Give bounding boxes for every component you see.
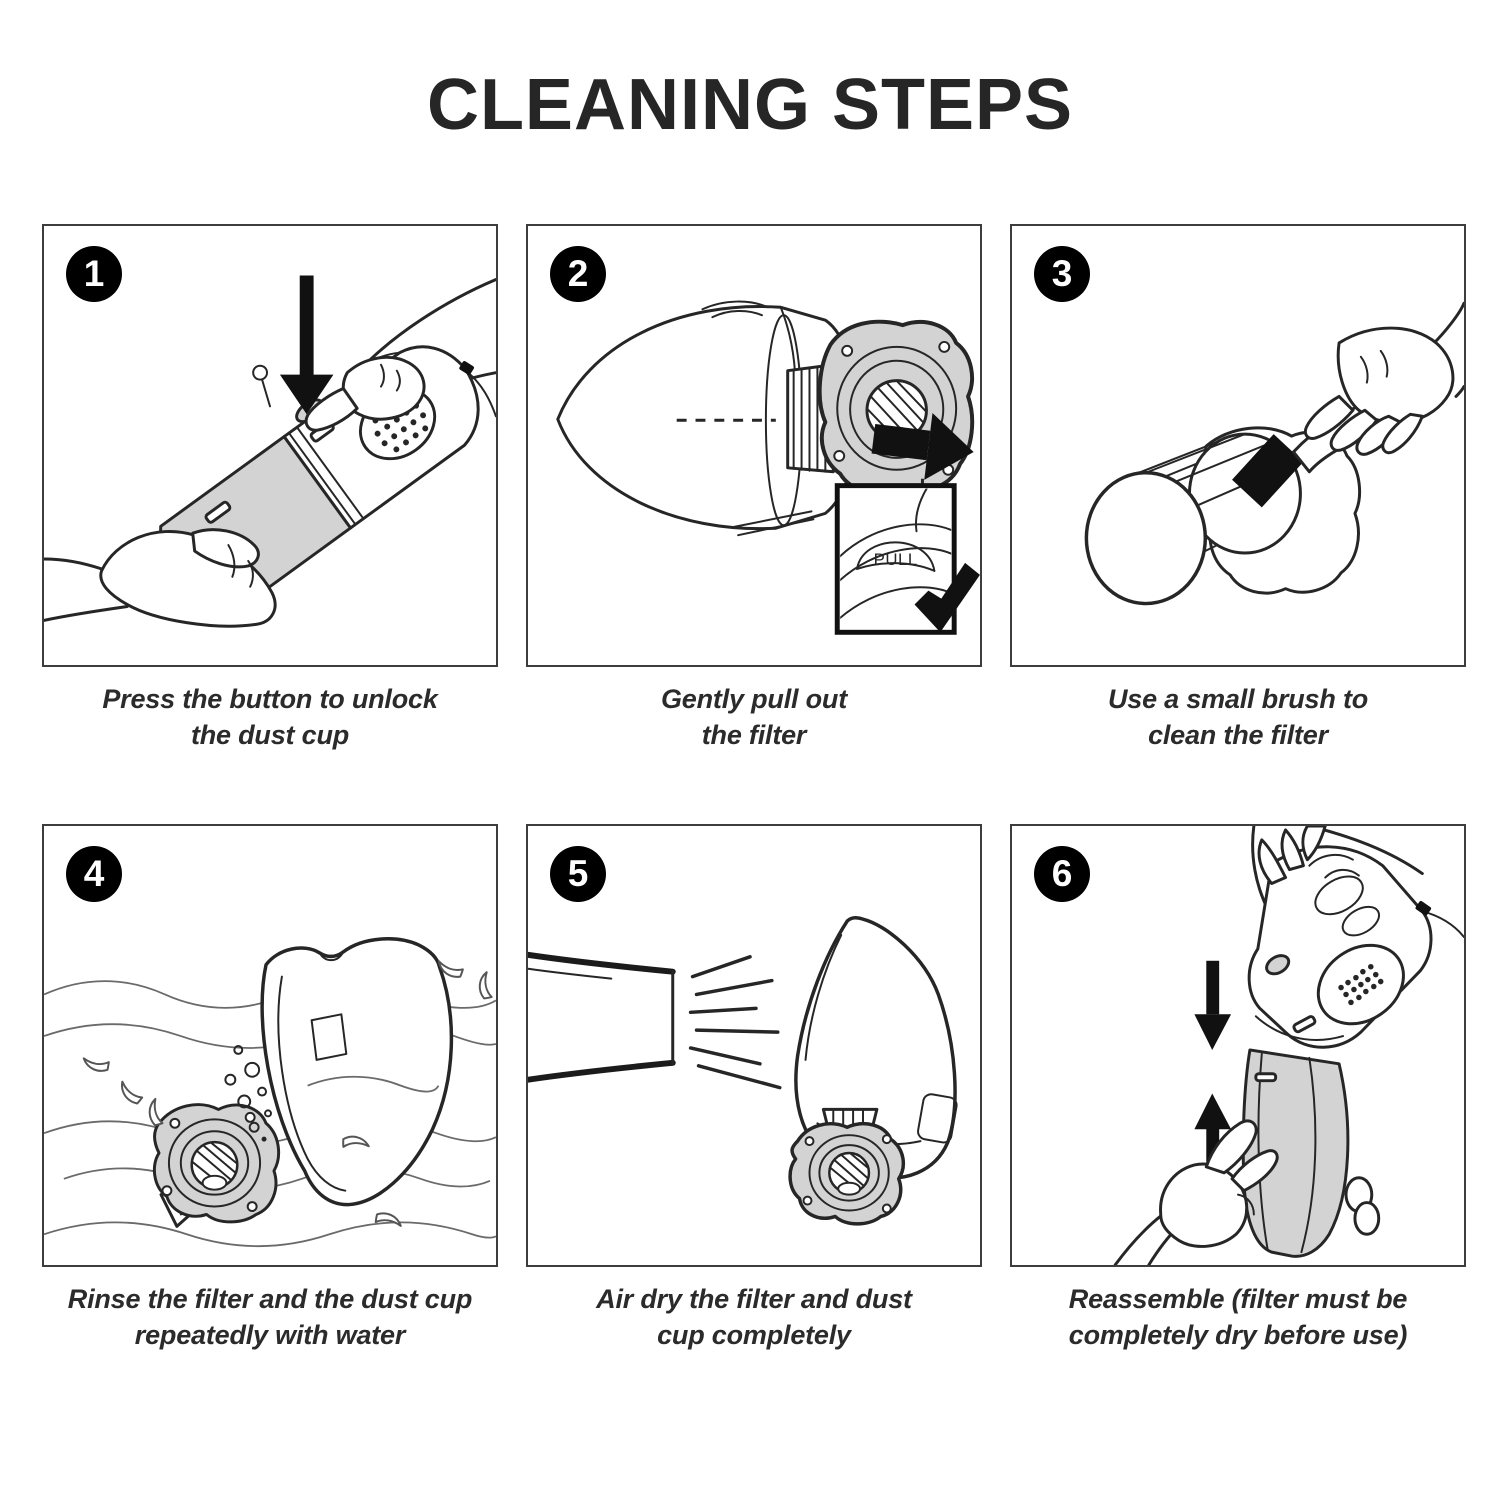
rinse-illustration bbox=[44, 936, 496, 1247]
brush-bristles bbox=[1232, 434, 1304, 508]
pleated-filter bbox=[1084, 432, 1302, 606]
step-1-caption: Press the button to unlock the dust cup bbox=[102, 684, 438, 751]
step-1-panel: 1 bbox=[42, 224, 498, 667]
step-5-panel: 5 bbox=[526, 823, 982, 1267]
steps-grid: 1 bbox=[42, 224, 1466, 1354]
step-4-caption: Rinse the filter and the dust cup repeat… bbox=[67, 1283, 473, 1351]
page-title: CLEANING STEPS bbox=[426, 65, 1074, 145]
filter bbox=[817, 319, 975, 496]
brush-filter-illustration bbox=[1084, 301, 1464, 606]
pull-label: PULL bbox=[874, 550, 918, 569]
brush-hand bbox=[1303, 326, 1455, 456]
step-6-number-badge: 6 bbox=[1034, 845, 1090, 902]
dryer-nozzle bbox=[528, 951, 676, 1083]
cord-plug bbox=[459, 361, 474, 375]
step-3-panel: 3 bbox=[1010, 224, 1466, 667]
supporting-hand bbox=[44, 528, 277, 628]
cord-plug bbox=[1415, 900, 1432, 916]
step-5: 5 bbox=[526, 823, 982, 1354]
step-6-caption: Reassemble (filter must be completely dr… bbox=[1068, 1283, 1408, 1351]
pressing-hand bbox=[304, 355, 426, 432]
step-1: 1 bbox=[42, 224, 498, 754]
bottom-hand bbox=[1113, 1119, 1279, 1265]
press-button-illustration bbox=[44, 275, 496, 628]
air-flow-lines bbox=[688, 954, 782, 1090]
step-3: 3 bbox=[1010, 224, 1466, 754]
step-4-number-badge: 4 bbox=[66, 845, 122, 902]
press-down-arrow bbox=[279, 275, 334, 415]
step-2-number-badge: 2 bbox=[550, 246, 606, 302]
pull-out-arrow bbox=[871, 413, 974, 480]
step-1-number-badge: 1 bbox=[66, 246, 122, 302]
vent-holes bbox=[1338, 963, 1384, 1006]
filter bbox=[152, 1103, 281, 1228]
release-button bbox=[1265, 954, 1291, 976]
checkmark-icon bbox=[914, 562, 980, 633]
step-2-caption: Gently pull out the filter bbox=[661, 684, 847, 751]
pull-tab-inset: PULL bbox=[834, 483, 980, 635]
dust-cup bbox=[1241, 1048, 1350, 1258]
step-4: 4 bbox=[42, 823, 498, 1354]
air-dry-illustration bbox=[528, 916, 958, 1226]
step-5-number-badge: 5 bbox=[550, 845, 606, 902]
step-2-panel: 2 bbox=[526, 224, 982, 667]
dust-cup bbox=[260, 936, 454, 1207]
step-3-caption: Use a small brush to clean the filter bbox=[1107, 684, 1369, 751]
pull-filter-illustration: PULL bbox=[556, 300, 980, 635]
step-6: 6 bbox=[1010, 823, 1466, 1354]
step-3-number-badge: 3 bbox=[1034, 246, 1090, 302]
bubbles bbox=[224, 1044, 272, 1142]
step-5-caption: Air dry the filter and dust cup complete… bbox=[596, 1283, 912, 1351]
step-4-panel: 4 bbox=[42, 823, 498, 1267]
splash-droplets bbox=[82, 960, 493, 1227]
reassemble-illustration bbox=[1113, 825, 1464, 1265]
motor-unit bbox=[1247, 845, 1433, 1049]
button-callout-dot bbox=[252, 364, 269, 381]
dust-cup-with-filter bbox=[788, 916, 958, 1226]
step-6-panel: 6 bbox=[1010, 823, 1466, 1267]
top-hand bbox=[1257, 825, 1327, 885]
step-2: 2 bbox=[526, 224, 982, 754]
